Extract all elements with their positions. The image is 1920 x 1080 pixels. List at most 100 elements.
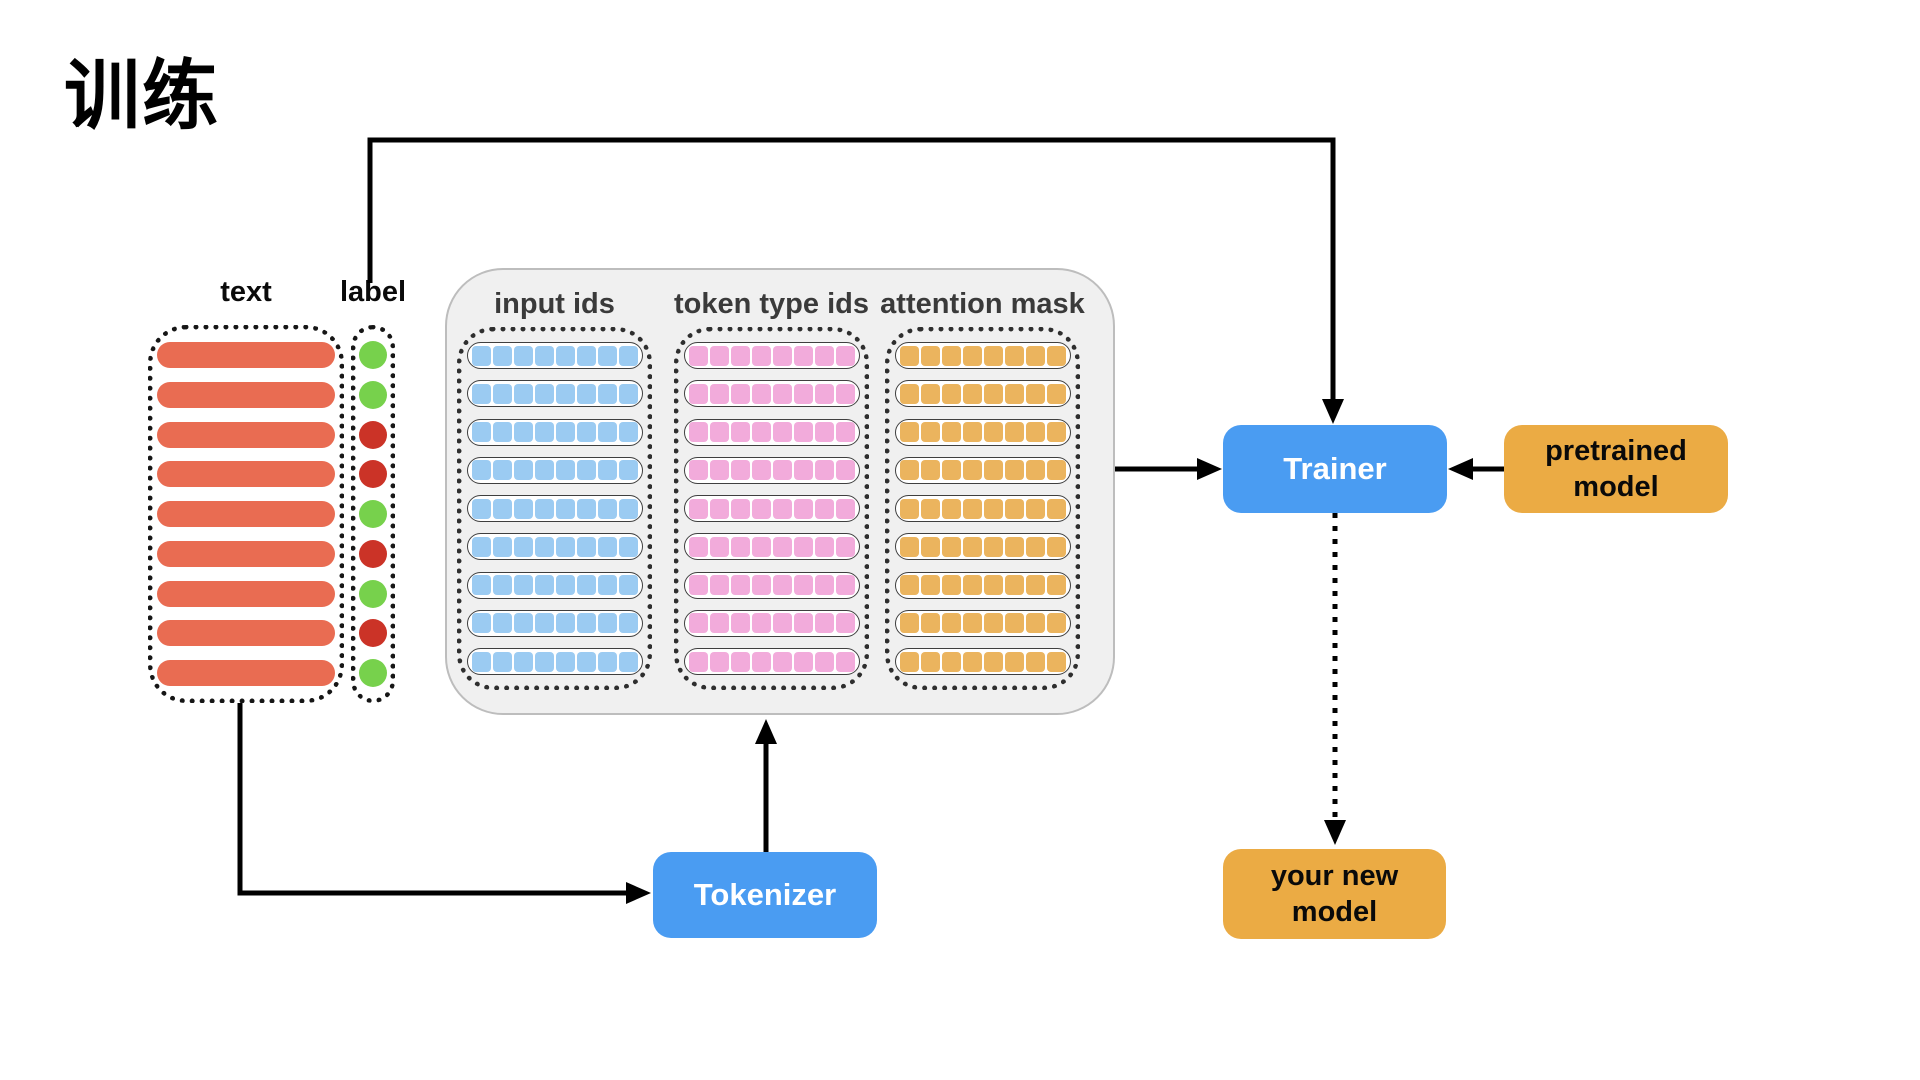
tensor-token-square <box>793 651 813 672</box>
label-dot <box>359 420 387 449</box>
tensor-token-square <box>730 536 750 557</box>
tensor-token-square <box>1025 536 1045 557</box>
tensor-token-square <box>492 575 512 595</box>
tensor-token-square <box>688 575 708 595</box>
tensor-token-square <box>471 613 491 634</box>
tensor-token-square <box>835 651 855 672</box>
tensor-token-square <box>793 498 813 519</box>
trainer-label: Trainer <box>1283 450 1387 486</box>
tensor-token-square <box>1025 498 1045 519</box>
tensor-token-square <box>688 345 708 366</box>
tensor-row-pill <box>894 342 1071 369</box>
text-row-bar <box>157 381 335 408</box>
tensor-token-square <box>618 345 638 366</box>
tensor-token-square <box>688 422 708 442</box>
tensor-token-square <box>597 460 617 481</box>
tensor-token-square <box>709 422 729 442</box>
tensor-token-square <box>941 498 961 519</box>
tensor-token-square <box>941 422 961 442</box>
tensor-token-square <box>688 613 708 634</box>
tensor-token-square <box>730 498 750 519</box>
tensor-token-square <box>962 383 982 404</box>
tensor-token-square <box>899 536 919 557</box>
tensor-row-pill <box>683 533 860 561</box>
tensor-token-square <box>492 345 512 366</box>
pretrained-model-label: pretrained model <box>1545 434 1687 503</box>
tensor-token-square <box>618 498 638 519</box>
tensor-token-square <box>1004 651 1024 672</box>
tensor-column-header: input ids <box>494 288 615 320</box>
tensor-row-pill <box>466 571 643 599</box>
tensor-token-square <box>983 613 1003 634</box>
tensor-token-square <box>730 383 750 404</box>
tensor-token-square <box>534 613 554 634</box>
tensor-token-square <box>730 575 750 595</box>
tensor-token-square <box>941 536 961 557</box>
tensor-token-square <box>772 498 792 519</box>
tensor-column-header: token type ids <box>674 288 869 320</box>
tensor-token-square <box>534 345 554 366</box>
text-row-bar <box>157 540 335 567</box>
text-row-bar <box>157 660 335 686</box>
tensor-token-square <box>899 613 919 634</box>
tensor-token-square <box>618 536 638 557</box>
tensor-token-square <box>730 460 750 481</box>
arrowhead-text-to-tokenizer <box>626 882 651 904</box>
tensor-token-square <box>962 422 982 442</box>
tensor-token-square <box>709 575 729 595</box>
tensor-token-square <box>513 536 533 557</box>
tensor-token-square <box>793 536 813 557</box>
tensor-token-square <box>1046 498 1066 519</box>
tensor-token-square <box>576 651 596 672</box>
tensor-token-square <box>1025 651 1045 672</box>
tensor-token-square <box>814 575 834 595</box>
tensor-token-square <box>513 383 533 404</box>
tensor-token-square <box>471 651 491 672</box>
tokenizer-node: Tokenizer <box>653 852 877 938</box>
tensor-token-square <box>534 536 554 557</box>
tensor-token-square <box>814 498 834 519</box>
tensor-row-pill <box>894 456 1071 484</box>
text-row-bar <box>157 342 335 368</box>
tensor-token-square <box>709 383 729 404</box>
tensor-token-square <box>751 383 771 404</box>
tensor-token-square <box>814 383 834 404</box>
tensor-row-pill <box>466 380 643 408</box>
tensor-token-square <box>1025 575 1045 595</box>
tensor-token-square <box>555 460 575 481</box>
tensor-token-square <box>941 613 961 634</box>
tensor-column-input-ids: input ids <box>457 270 652 713</box>
tensor-token-square <box>688 651 708 672</box>
tensor-token-square <box>751 651 771 672</box>
tensor-row-pill <box>894 571 1071 599</box>
tensor-token-square <box>962 575 982 595</box>
tensor-token-square <box>835 575 855 595</box>
arrow-text-to-tokenizer <box>237 703 627 896</box>
arrowhead-tensors-to-trainer <box>1197 458 1222 480</box>
tensor-token-square <box>730 422 750 442</box>
tensor-token-square <box>1004 422 1024 442</box>
tensor-token-square <box>709 498 729 519</box>
tensor-token-square <box>920 345 940 366</box>
tensor-row-pill <box>683 648 860 675</box>
arrowhead-trainer-to-new-model <box>1324 820 1346 845</box>
tensor-token-square <box>920 383 940 404</box>
tensor-row-pill <box>466 648 643 675</box>
tensor-token-square <box>1004 383 1024 404</box>
tensor-token-square <box>730 613 750 634</box>
tensor-token-square <box>597 383 617 404</box>
tensor-token-square <box>920 498 940 519</box>
label-dot <box>359 579 387 608</box>
tensor-token-square <box>941 345 961 366</box>
tensor-token-square <box>534 383 554 404</box>
tensor-token-square <box>597 613 617 634</box>
tensor-token-square <box>597 345 617 366</box>
tensor-token-square <box>534 460 554 481</box>
label-dot <box>359 341 387 369</box>
tensor-token-square <box>835 383 855 404</box>
tensor-column-box <box>457 327 652 690</box>
tensor-token-square <box>492 383 512 404</box>
tensor-token-square <box>492 460 512 481</box>
tensor-token-square <box>899 575 919 595</box>
